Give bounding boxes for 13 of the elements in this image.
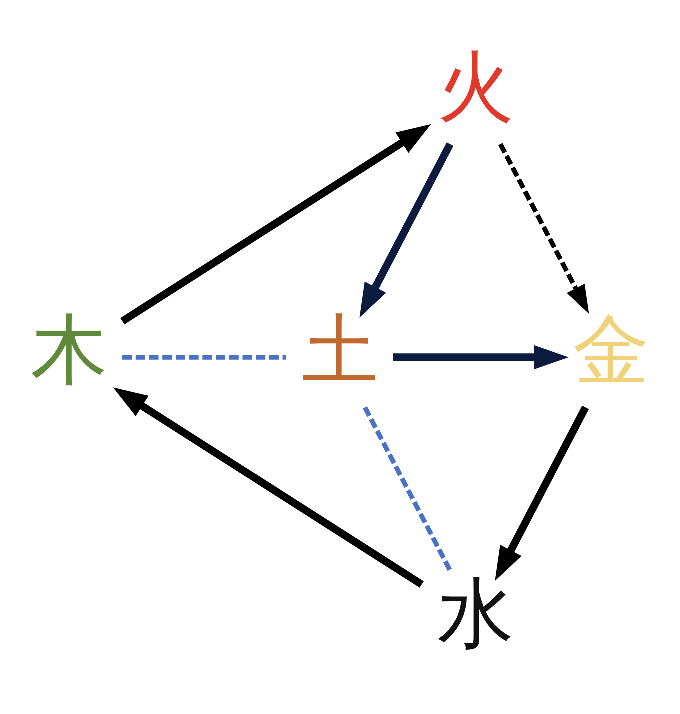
- arrow: [360, 142, 454, 318]
- arrow: [113, 387, 424, 588]
- node-text: 火: [437, 42, 514, 131]
- arrow: [120, 124, 432, 324]
- connector: [122, 354, 286, 360]
- node-text: 木: [31, 305, 108, 394]
- connector: [363, 406, 453, 572]
- arrow: [393, 344, 569, 370]
- node-text: 水: [437, 568, 514, 658]
- arrow: [498, 142, 590, 314]
- node-text: 土: [302, 305, 378, 394]
- node-text: 金: [572, 305, 649, 394]
- arrow: [495, 405, 590, 581]
